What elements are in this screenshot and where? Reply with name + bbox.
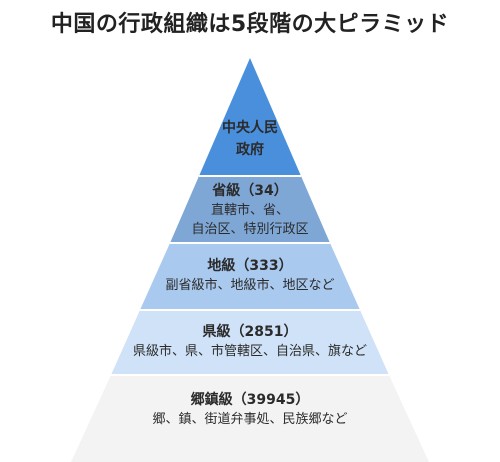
pyramid-tier-township	[71, 375, 429, 462]
pyramid-tier-province	[170, 176, 330, 243]
pyramid-tier-prefecture	[140, 243, 360, 310]
level-province-label: 省級（34） 直轄市、省、 自治区、特別行政区	[0, 181, 500, 239]
level-county-label: 県級（2851） 県級市、県、市管轄区、自治県、旗など	[0, 322, 500, 361]
pyramid-tier-central	[199, 58, 301, 176]
level-county-name: 県級（2851）	[202, 324, 298, 340]
level-township-label: 郷鎮級（39945） 郷、鎮、街道弁事処、民族郷など	[0, 390, 500, 429]
level-province-name: 省級（34）	[212, 183, 288, 199]
level-county-desc-line1: 県級市、県、市管轄区、自治県、旗など	[132, 344, 367, 359]
level-central-name-line1: 中央人民	[222, 120, 278, 136]
level-township-name: 郷鎮級（39945）	[190, 392, 310, 408]
level-central-label: 中央人民 政府	[0, 117, 500, 161]
level-prefecture-label: 地級（333） 副省級市、地級市、地区など	[0, 256, 500, 295]
level-province-desc-line1: 直轄市、省、	[210, 203, 289, 218]
level-prefecture-desc-line1: 副省級市、地級市、地区など	[165, 278, 335, 293]
level-central-name-line2: 政府	[236, 142, 264, 158]
level-township-desc-line1: 郷、鎮、街道弁事処、民族郷など	[152, 412, 348, 427]
level-province-desc-line2: 自治区、特別行政区	[191, 222, 309, 237]
level-prefecture-name: 地級（333）	[207, 258, 293, 274]
page-title: 中国の行政組織は5段階の大ピラミッド	[50, 12, 450, 37]
pyramid-tier-county	[111, 310, 389, 375]
